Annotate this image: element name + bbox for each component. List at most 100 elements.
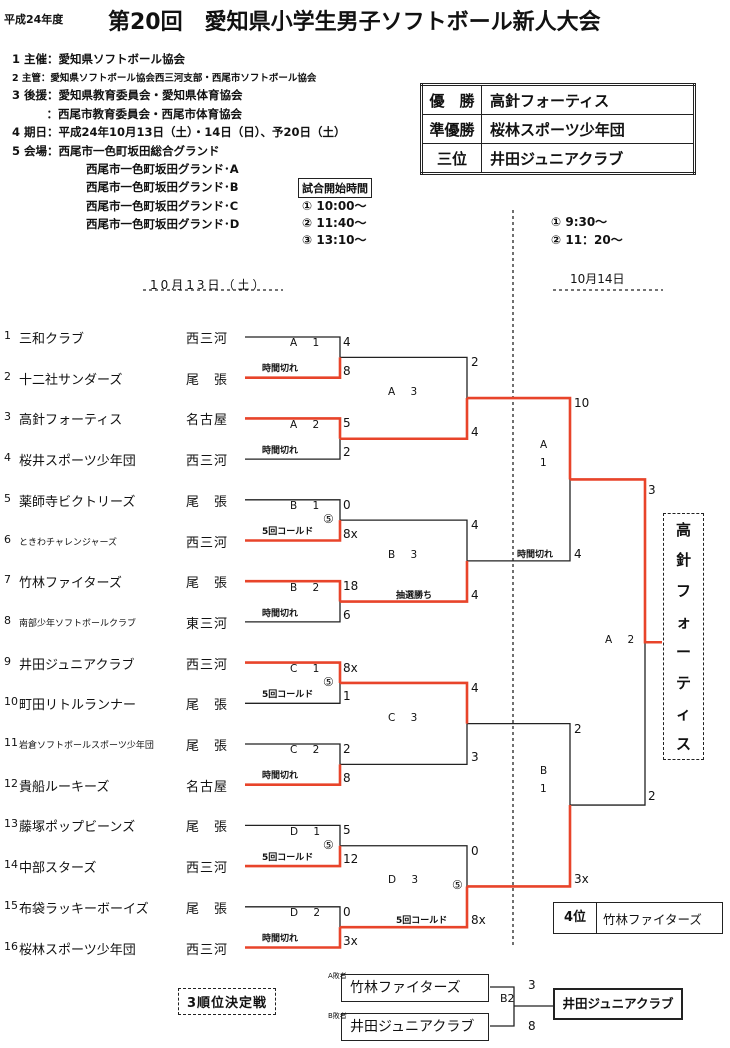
match-score: 5 xyxy=(343,823,351,838)
match-label: B 3 xyxy=(388,548,424,561)
venue-a: 西尾市一色町坂田グランド･A xyxy=(86,162,239,176)
start-time: ② 11:40〜 xyxy=(302,216,367,230)
bracket-line xyxy=(467,805,572,888)
match-label: C 1 xyxy=(290,662,326,675)
team-area: 西三河 xyxy=(186,535,229,551)
info-support-1: 3 後援：愛知県教育委員会・愛知県体育協会 xyxy=(12,88,243,102)
match-note: 時間切れ xyxy=(262,364,299,375)
bracket-line xyxy=(340,845,468,887)
venue-b: 西尾市一色町坂田グランド･B xyxy=(86,180,239,194)
match-note: 5回コールド xyxy=(262,689,314,700)
match-score: 4 xyxy=(471,424,479,439)
bracket-line xyxy=(245,499,341,521)
match-score: 4 xyxy=(343,335,351,349)
champion-char: ー xyxy=(675,643,691,662)
venue-c: 西尾市一色町坂田グランド･C xyxy=(86,199,239,213)
match-score: 8 xyxy=(343,363,351,378)
final-score: 3 xyxy=(648,483,656,498)
champion-char: 針 xyxy=(675,551,691,570)
team-area: 尾 張 xyxy=(186,698,229,714)
match-score: 0 xyxy=(343,497,351,512)
fourth-place: 4位 竹林ファイターズ xyxy=(553,902,723,934)
result-team: 高針フォーティス xyxy=(481,84,695,115)
team-name: 桜井スポーツ少年団 xyxy=(19,454,136,470)
match-score: 10 xyxy=(574,396,590,411)
team-number: 7 xyxy=(4,573,11,587)
match-score: 0 xyxy=(471,843,479,858)
match-score: 8x xyxy=(343,526,358,541)
match-note: 5回コールド xyxy=(262,852,314,863)
team-name: 薬師寺ビクトリーズ xyxy=(19,494,136,510)
team-name: 町田リトルランナー xyxy=(19,698,137,714)
match-score: 8 xyxy=(343,770,351,785)
bracket-line xyxy=(245,579,342,602)
team-number: 16 xyxy=(4,939,18,953)
bracket-line xyxy=(570,642,646,806)
team-number: 10 xyxy=(4,695,18,709)
fourth-label: 4位 xyxy=(554,903,597,933)
start-time: ③ 13:10〜 xyxy=(302,233,367,247)
info-venue: 5 会場：西尾市一色町坂田総合グランド xyxy=(12,144,220,158)
match-note: 抽選勝ち xyxy=(396,590,433,601)
called-game-mark: ⑤ xyxy=(323,512,334,527)
team-number: 9 xyxy=(4,654,11,668)
third-score-a: 3 xyxy=(528,978,536,992)
bracket-line xyxy=(467,479,571,562)
bracket-line xyxy=(340,356,468,399)
match-label: B 2 xyxy=(290,581,326,594)
team-number: 6 xyxy=(4,532,11,546)
team-name: 高針フォーティス xyxy=(19,413,123,429)
team-number: 2 xyxy=(4,369,11,383)
bracket-line xyxy=(245,601,341,623)
match-score: 1 xyxy=(343,689,351,704)
team-name: 貴船ルーキーズ xyxy=(19,779,110,795)
champion-char: ィ xyxy=(675,704,691,723)
match-note: 5回コールド xyxy=(262,527,314,538)
match-score: 4 xyxy=(471,518,479,533)
champion-char: フ xyxy=(675,582,691,601)
champion-char: ォ xyxy=(675,612,691,631)
called-game-mark: ⑤ xyxy=(323,674,334,689)
bracket-line xyxy=(467,396,572,480)
team-name: ときわチャレンジャーズ xyxy=(19,537,118,548)
champion-char: 高 xyxy=(675,520,691,539)
team-area: 西三河 xyxy=(186,942,229,958)
bracket-line xyxy=(245,927,342,949)
bracket-line xyxy=(245,682,341,704)
tag-text: A敗者 xyxy=(328,972,347,980)
team-number: 13 xyxy=(4,817,18,831)
third-place-label: 3順位決定戦 xyxy=(178,988,277,1015)
match-label: 1 xyxy=(540,457,553,470)
match-label: C 3 xyxy=(388,711,424,724)
match-score: 6 xyxy=(343,607,351,622)
bracket-line xyxy=(467,723,571,806)
match-label: A 3 xyxy=(388,386,424,399)
team-name: 中部スターズ xyxy=(19,861,97,877)
bracket-line xyxy=(340,681,469,724)
fourth-team: 竹林ファイターズ xyxy=(603,911,702,927)
results-table: 優 勝 高針フォーティス 準優勝 桜林スポーツ少年団 三位 井田ジュニアクラブ xyxy=(420,83,696,175)
team-area: 西三河 xyxy=(186,861,229,877)
match-note: 時間切れ xyxy=(262,445,299,456)
match-score: 5 xyxy=(343,416,351,431)
team-name: 十二社サンダーズ xyxy=(19,372,123,388)
team-area: 東三河 xyxy=(186,616,229,632)
match-score: 2 xyxy=(574,721,582,736)
team-area: 尾 張 xyxy=(186,820,229,836)
info-dates: 4 期日：平成24年10月13日（土）・14日（日）、予20日（土） xyxy=(12,125,346,139)
match-score: 8x xyxy=(343,660,358,675)
third-team-b: 井田ジュニアクラブ xyxy=(341,1013,489,1041)
champion-char: ス xyxy=(675,735,691,754)
bracket-line xyxy=(245,357,342,379)
team-name: 井田ジュニアクラブ xyxy=(19,657,135,673)
match-score: 4 xyxy=(471,587,479,602)
third-score-b: 8 xyxy=(528,1019,536,1033)
team-area: 尾 張 xyxy=(186,494,229,510)
match-note: 時間切れ xyxy=(262,771,299,782)
team-name: 岩倉ソフトボールスポーツ少年団 xyxy=(19,741,154,751)
match-label: 1 xyxy=(540,783,553,796)
day-label-1: 10月13日（土） xyxy=(150,278,268,292)
team-name: 桜林スポーツ少年団 xyxy=(19,942,136,958)
match-label: B 1 xyxy=(290,500,326,513)
